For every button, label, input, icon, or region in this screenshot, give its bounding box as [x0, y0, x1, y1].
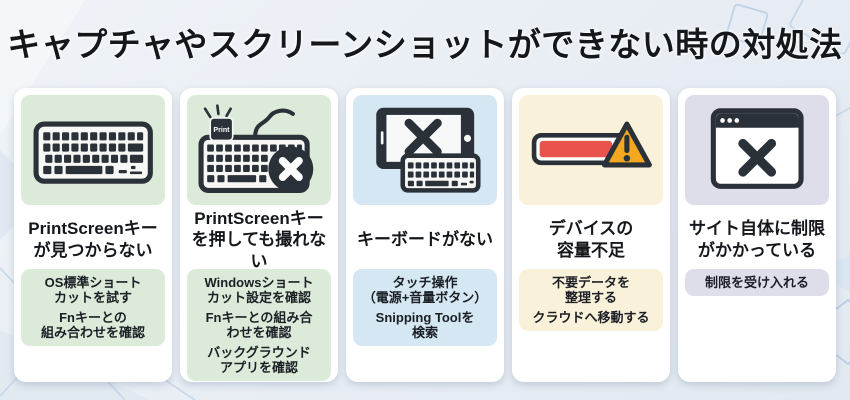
solution-item: OS標準ショート カットを試す: [44, 275, 142, 306]
solution-item: Snipping Toolを 検索: [375, 310, 475, 341]
solutions-box: 不要データを 整理する クラウドへ移動する: [519, 269, 663, 332]
svg-text:Print: Print: [213, 127, 230, 135]
card-icon-area: [519, 95, 663, 205]
tablet-keyboard-icon: [376, 108, 481, 194]
card-printscreen-missing: PrintScreenキー が見つからない OS標準ショート カットを試す Fn…: [14, 88, 172, 382]
card-title: PrintScreenキー が見つからない: [28, 219, 158, 260]
card-icon-area: [685, 95, 829, 205]
keyboard-icon: [33, 121, 153, 185]
page-title: キャプチャやスクリーンショットができない時の対処法: [7, 26, 843, 63]
card-icon-area: [353, 95, 497, 205]
card-storage-full: デバイスの 容量不足 不要データを 整理する クラウドへ移動する: [512, 88, 670, 382]
keyboard-error-icon: Print: [198, 104, 314, 194]
solution-item: Windowsショート カット設定を確認: [204, 275, 314, 306]
card-site-restricted: サイト自体に制限 がかかっている 制限を受け入れる: [678, 88, 836, 382]
browser-blocked-icon: [710, 108, 804, 190]
solutions-box: Windowsショート カット設定を確認 Fnキーとの組み合 わせを確認 バック…: [187, 269, 331, 382]
card-title: PrintScreenキー を押しても撮れない: [191, 208, 327, 271]
solutions-box: OS標準ショート カットを試す Fnキーとの 組み合わせを確認: [21, 269, 165, 347]
solution-item: Fnキーとの組み合 わせを確認: [205, 310, 313, 341]
solution-item: クラウドへ移動する: [532, 310, 650, 326]
card-icon-area: Print: [187, 95, 331, 205]
card-title: サイト自体に制限 がかかっている: [689, 219, 825, 260]
solution-item: バックグラウンド アプリを確認: [207, 345, 311, 376]
card-no-keyboard: キーボードがない タッチ操作 （電源+音量ボタン） Snipping Toolを…: [346, 88, 504, 382]
storage-warning-icon: [531, 121, 652, 168]
card-title: キーボードがない: [357, 230, 493, 250]
solution-item: 制限を受け入れる: [704, 275, 809, 290]
solution-item: Fnキーとの 組み合わせを確認: [40, 310, 145, 341]
solutions-box: タッチ操作 （電源+音量ボタン） Snipping Toolを 検索: [353, 269, 497, 347]
card-title: デバイスの 容量不足: [548, 219, 634, 260]
solution-item: 不要データを 整理する: [551, 275, 630, 306]
cards-row: PrintScreenキー が見つからない OS標準ショート カットを試す Fn…: [14, 88, 836, 382]
solution-item: タッチ操作 （電源+音量ボタン）: [362, 275, 488, 306]
card-icon-area: [21, 95, 165, 205]
card-printscreen-not-working: Print PrintScreenキー を押しても撮れない Windowsショー…: [180, 88, 338, 382]
solutions-box: 制限を受け入れる: [685, 269, 829, 297]
